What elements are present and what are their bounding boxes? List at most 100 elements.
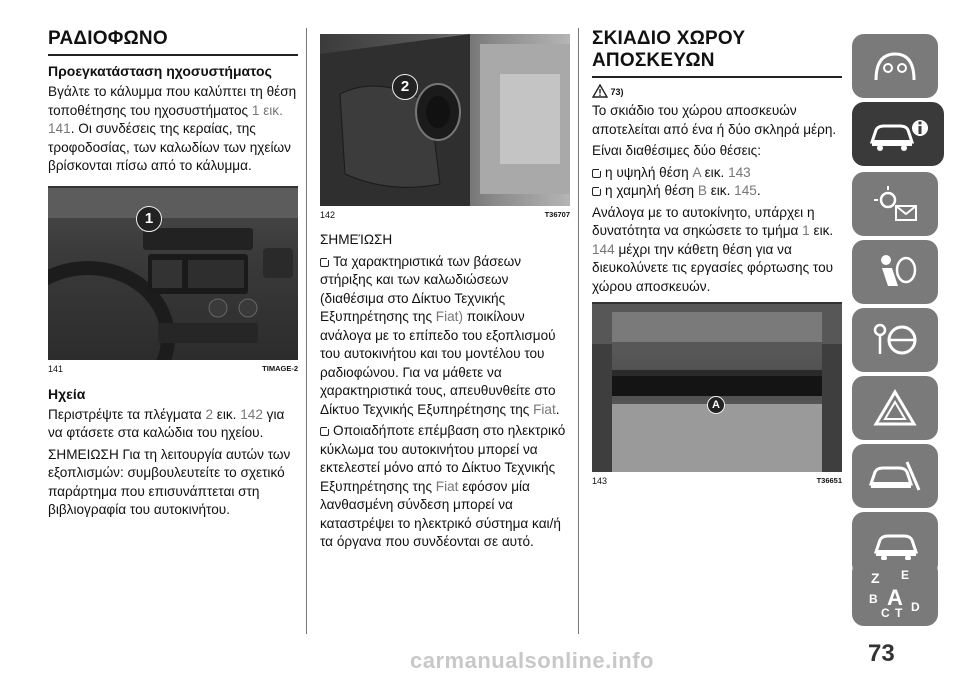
figure-ref: 1 — [802, 223, 810, 238]
svg-text:E: E — [901, 568, 909, 582]
figure-ref: 2 — [205, 406, 213, 422]
figure-number: 143 — [592, 476, 608, 486]
svg-text:D: D — [911, 600, 920, 614]
tab-maintenance[interactable] — [852, 444, 938, 508]
figure-143-luggage-cover-photo: A — [592, 302, 842, 472]
tab-safety[interactable] — [852, 240, 938, 304]
text: η χαμηλή θέση — [605, 183, 698, 198]
figure-ref: 142 — [240, 406, 263, 422]
text: εφόσον μία λανθασμένη σύνδεση μπορεί να … — [320, 478, 561, 550]
text: εικ. — [706, 183, 735, 198]
bullet-low-position: η χαμηλή θέση B εικ. 145. — [592, 182, 842, 201]
paragraph-cover-parts: Το σκιάδιο του χώρου αποσκευών αποτελείτ… — [592, 103, 837, 137]
figure-142-door-speaker-photo: 2 — [320, 34, 570, 206]
figure-caption-143: 143 T36651 — [592, 475, 842, 487]
subheading-speakers: Ηχεία — [48, 385, 86, 402]
dashboard-icon — [874, 52, 916, 81]
text: η υψηλή θέση — [605, 164, 693, 180]
column-divider — [578, 28, 579, 634]
tab-dashboard[interactable] — [852, 34, 938, 98]
warning-ref: 73) — [610, 87, 624, 97]
figure-number: 142 — [320, 210, 336, 220]
car-wrench-icon — [868, 461, 921, 491]
dashboard-illustration — [48, 187, 298, 360]
text: για να φτάσετε στα καλώδια του ηχείου. — [48, 406, 285, 441]
svg-text:A: A — [887, 585, 903, 610]
svg-text:C: C — [881, 606, 890, 620]
text: Ανάλογα με το αυτοκίνητο, υπάρχει η δυνα… — [592, 204, 815, 239]
brand-ref: Fiat — [533, 401, 556, 417]
lights-envelope-icon — [874, 186, 917, 221]
paragraph-speakers: Περιστρέψτε τα πλέγματα 2 εικ. 142 για ν… — [48, 406, 298, 443]
paragraph-note-appendix: ΣΗΜΕΙΩΣΗ Για τη λειτουργία αυτών των εξο… — [48, 446, 291, 518]
text: εικ. — [213, 406, 241, 422]
column-luggage-cover: ΣΚΙΑΔΙΟ ΧΩΡΟΥ ΑΠΟΣΚΕΥΩΝ 73) Το σκιάδιο τ… — [591, 28, 842, 497]
text: εικ. — [700, 164, 729, 180]
section-title-luggage-line2: ΑΠΟΣΚΕΥΩΝ — [592, 50, 715, 71]
bullet-icon — [592, 166, 603, 178]
car-data-icon — [873, 534, 918, 561]
tab-car-info[interactable] — [852, 102, 944, 166]
figure-code: TIMAGE-2 — [262, 363, 298, 373]
text: Περιστρέψτε τα πλέγματα — [48, 406, 206, 422]
text: . Οι συνδέσεις της κεραίας, της τροφοδοσ… — [48, 121, 291, 173]
subheading-audio-preinstall: Προεγκατάσταση ηχοσυστήματος — [48, 63, 272, 79]
column-divider — [306, 28, 307, 634]
page-number: 73 — [868, 640, 895, 667]
figure-caption-142: 142 T36707 — [320, 209, 570, 221]
tab-index[interactable]: Z E B A C T D — [852, 560, 938, 626]
text: . — [555, 401, 560, 417]
brand-ref: Fiat — [435, 478, 459, 494]
section-title-radio: ΡΑΔΙΟΦΩΝΟ — [48, 28, 168, 49]
note-heading: ΣΗΜΕΊΩΣΗ — [320, 232, 393, 247]
column-notes: 2 142 T36707 ΣΗΜΕΊΩΣΗ Τα χαρακτηριστικά … — [320, 28, 570, 555]
bullet-icon — [320, 425, 331, 436]
text: εικ. — [809, 223, 834, 238]
text: Τα χαρακτηριστικά των βάσεων στήριξης κα… — [320, 253, 522, 325]
figure-code: T36707 — [544, 210, 570, 219]
svg-text:T: T — [895, 606, 903, 620]
figure-code: T36651 — [816, 476, 842, 485]
door-illustration — [320, 34, 570, 206]
text: Βγάλτε το κάλυμμα που καλύπτει τη θέση τ… — [48, 84, 297, 118]
callout-a: A — [707, 396, 725, 414]
brand-ref: Fiat) — [435, 309, 463, 324]
figure-ref: B — [697, 183, 707, 198]
figure-ref: 144 — [592, 241, 615, 257]
keys-steering-icon — [873, 323, 917, 355]
tab-starting-driving[interactable] — [852, 308, 938, 372]
figure-ref: 143 — [728, 164, 751, 180]
svg-text:B: B — [869, 592, 878, 606]
column-radio: ΡΑΔΙΟΦΩΝΟ Προεγκατάσταση ηχοσυστήματος Β… — [48, 28, 298, 523]
callout-1: 1 — [136, 205, 162, 232]
index-alphabet-icon: Z E B A C T D — [869, 568, 920, 620]
figure-ref: 145 — [734, 183, 757, 198]
figure-ref: A — [692, 164, 701, 180]
note-bullet-electrical: Οποιαδήποτε επέμβαση στο ηλεκτρικό κύκλω… — [320, 422, 570, 552]
title-rule — [592, 76, 842, 78]
figure-ref: 1 εικ. 141 — [48, 102, 283, 137]
callout-2: 2 — [392, 74, 418, 100]
title-rule — [48, 54, 298, 56]
airbag-icon — [881, 255, 917, 286]
bullet-icon — [320, 255, 331, 267]
tab-emergency[interactable] — [852, 376, 938, 440]
watermark: carmanualsonline.info — [410, 648, 654, 673]
note-bullet-features: Τα χαρακτηριστικά των βάσεων στήριξης κα… — [320, 253, 570, 420]
figure-number: 141 — [48, 363, 64, 374]
paragraph-preinstall: Βγάλτε το κάλυμμα που καλύπτει τη θέση τ… — [48, 83, 298, 176]
car-info-icon — [869, 120, 928, 151]
paragraph-positions: Είναι διαθέσιμες δύο θέσεις: — [592, 143, 761, 158]
bullet-icon — [592, 185, 603, 196]
svg-text:Z: Z — [871, 570, 880, 586]
figure-141-dashboard-photo: 1 — [48, 185, 298, 360]
luggage-illustration — [592, 304, 842, 472]
text: ποικίλουν ανάλογα με το επίπεδο του εξοπ… — [320, 309, 556, 417]
bullet-high-position: η υψηλή θέση A εικ. 143 — [592, 164, 842, 183]
section-title-luggage-line1: ΣΚΙΑΔΙΟ ΧΩΡΟΥ — [592, 28, 746, 49]
paragraph-lift-section: Ανάλογα με το αυτοκίνητο, υπάρχει η δυνα… — [592, 204, 842, 297]
warning-ref-line: 73) — [591, 83, 842, 99]
tab-lights-messages[interactable] — [852, 172, 938, 236]
text: μέχρι την κάθετη θέση για να διευκολύνετ… — [592, 241, 834, 294]
warning-triangle-icon — [873, 389, 917, 426]
